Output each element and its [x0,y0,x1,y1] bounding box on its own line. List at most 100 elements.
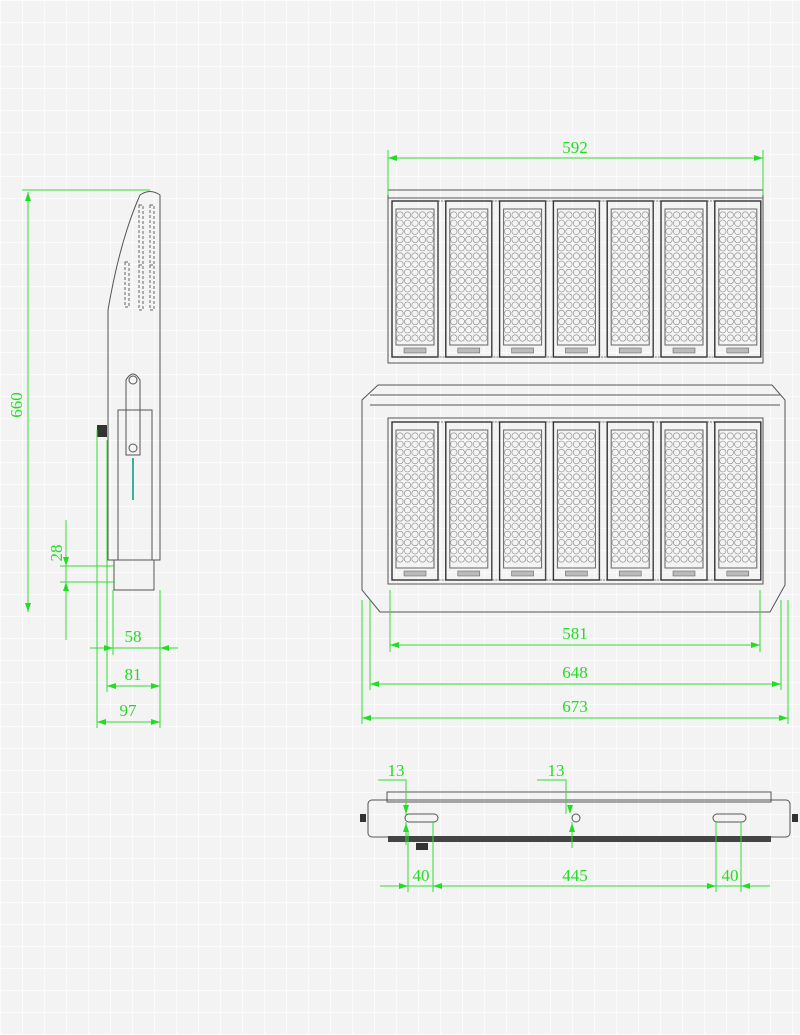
led-icon [641,211,649,219]
led-icon [749,522,757,530]
led-icon [396,539,404,547]
heat-sink-fin [652,421,662,581]
led-icon [749,481,757,489]
bracket-crossbar [370,394,780,406]
led-icon [726,334,734,342]
led-icon [619,473,627,481]
led-module [660,200,716,358]
led-icon [749,334,757,342]
led-icon [465,432,473,440]
led-icon [749,301,757,309]
led-icon [418,555,426,563]
led-icon [519,211,527,219]
led-icon [719,457,727,465]
led-icon [511,498,519,506]
led-icon [634,555,642,563]
led-icon [572,506,580,514]
led-icon [741,465,749,473]
led-icon [450,440,458,448]
led-lens-area [718,208,758,346]
led-icon [411,277,419,285]
led-icon [457,448,465,456]
led-icon [403,457,411,465]
led-icon [519,432,527,440]
led-icon [665,432,673,440]
led-icon [587,268,595,276]
led-icon [565,293,573,301]
led-icon [734,481,742,489]
led-icon [695,440,703,448]
lower-panel [387,417,764,585]
led-icon [465,448,473,456]
led-icon [526,489,534,497]
led-icon [587,244,595,252]
led-icon [411,219,419,227]
led-icon [726,448,734,456]
led-icon [472,448,480,456]
led-icon [687,293,695,301]
led-icon [450,457,458,465]
led-icon [457,268,465,276]
led-icon [565,530,573,538]
led-icon [741,227,749,235]
led-icon [734,539,742,547]
led-icon [450,555,458,563]
led-icon [411,547,419,555]
led-icon [726,260,734,268]
led-icon [457,539,465,547]
led-icon [472,227,480,235]
led-icon [626,506,634,514]
led-icon [450,539,458,547]
led-icon [726,440,734,448]
led-icon [687,309,695,317]
led-icon [472,309,480,317]
led-icon [587,489,595,497]
led-icon [587,227,595,235]
led-icon [611,326,619,334]
led-icon [741,498,749,506]
led-icon [687,457,695,465]
led-icon [749,260,757,268]
led-icon [465,555,473,563]
led-icon [472,457,480,465]
led-icon [557,293,565,301]
led-icon [472,498,480,506]
led-icon [672,514,680,522]
led-icon [504,301,512,309]
led-module-frame [606,200,654,358]
led-icon [580,457,588,465]
led-icon [687,547,695,555]
mounting-bracket [361,384,786,613]
led-icon [396,522,404,530]
led-icon [626,219,634,227]
led-icon [426,260,434,268]
led-lens-area [610,429,650,569]
led-icon [403,440,411,448]
led-icon [557,285,565,293]
led-icon [680,268,688,276]
led-icon [565,309,573,317]
led-icon [465,547,473,555]
led-icon [480,268,488,276]
side-bracket-foot [113,559,155,591]
led-icon [695,277,703,285]
led-icon [457,260,465,268]
led-icon [457,236,465,244]
led-icon [480,301,488,309]
led-icon [695,530,703,538]
led-icon [403,522,411,530]
led-icon [641,498,649,506]
led-icon [726,547,734,555]
led-icon [619,277,627,285]
led-icon [641,457,649,465]
led-icon [519,219,527,227]
led-icon [665,473,673,481]
led-icon [687,506,695,514]
led-icon [526,498,534,506]
led-icon [572,481,580,489]
led-icon [719,481,727,489]
led-icon [726,301,734,309]
led-icon [665,465,673,473]
dimension-arrow-icon [567,805,573,814]
led-icon [526,522,534,530]
